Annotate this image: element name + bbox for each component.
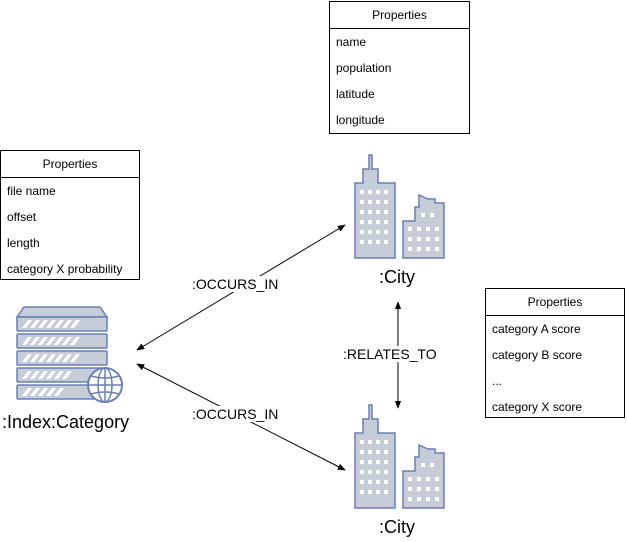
- index-properties-box: Properties file name offset length categ…: [0, 150, 140, 280]
- property-row: population: [336, 61, 392, 75]
- property-row: category X probability: [7, 262, 123, 276]
- property-row: file name: [7, 184, 56, 198]
- index-node-label: :Index:Category: [2, 412, 130, 432]
- edge-label-occurs-in-bottom: :OCCURS_IN: [192, 406, 279, 422]
- city-buildings-icon: [354, 154, 445, 259]
- edge-label-occurs-in-top: :OCCURS_IN: [192, 276, 279, 292]
- property-row: offset: [7, 210, 37, 224]
- property-row: category B score: [492, 348, 583, 362]
- edge-label-relates-to: :RELATES_TO: [343, 346, 437, 362]
- property-row: ...: [492, 374, 503, 388]
- property-row: category X score: [492, 400, 583, 414]
- properties-header: Properties: [330, 2, 469, 29]
- server-globe-icon: [15, 306, 123, 403]
- city-properties-box: Properties name population latitude long…: [329, 1, 470, 134]
- city-node-label-bottom: :City: [379, 517, 415, 537]
- globe-icon: [87, 367, 123, 403]
- city-buildings-icon: [354, 404, 445, 509]
- property-row: longitude: [336, 113, 385, 127]
- property-row: category A score: [492, 322, 581, 336]
- property-row: name: [336, 35, 367, 49]
- property-row: length: [7, 236, 40, 250]
- properties-header: Properties: [1, 151, 139, 178]
- relation-properties-box: Properties category A score category B s…: [485, 288, 625, 418]
- properties-header: Properties: [486, 289, 624, 316]
- property-row: latitude: [336, 87, 375, 101]
- city-node-label-top: :City: [379, 267, 415, 287]
